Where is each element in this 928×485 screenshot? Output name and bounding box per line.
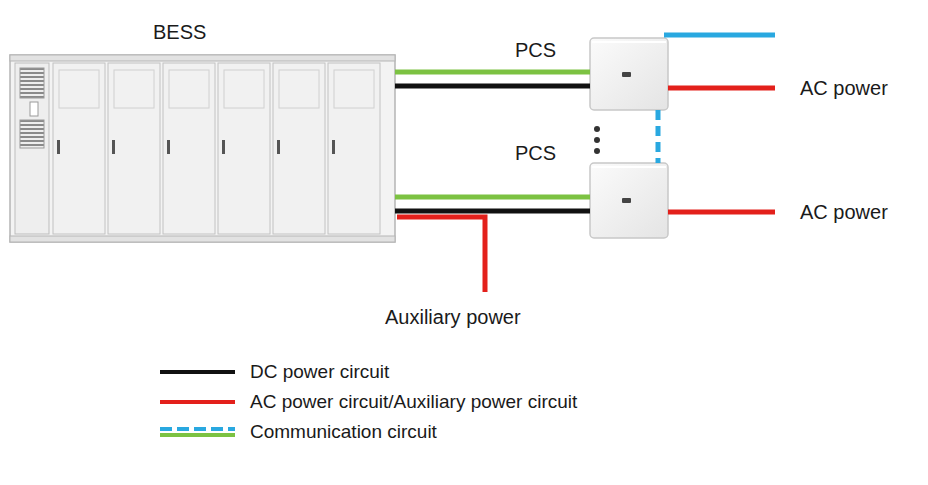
ac-wire bbox=[668, 86, 775, 91]
pcs-inverter bbox=[590, 38, 668, 110]
circuit-label: AC power bbox=[800, 200, 888, 224]
pcs-inverter: PCS bbox=[590, 38, 668, 110]
ellipsis-dots bbox=[594, 126, 600, 154]
aux-wire bbox=[397, 217, 485, 292]
legend-text: Communication circuit bbox=[250, 420, 437, 444]
ac-wire bbox=[668, 210, 775, 215]
legend-text: AC power circuit/Auxiliary power circuit bbox=[250, 390, 577, 414]
legend-sample bbox=[160, 433, 235, 437]
comm-wire bbox=[664, 33, 775, 38]
bess-container: BESS bbox=[10, 20, 395, 242]
circuit-label: AC power bbox=[800, 76, 888, 100]
legend-text: DC power circuit bbox=[250, 360, 389, 384]
node-label: PCS bbox=[515, 38, 556, 62]
pcs-inverter: PCS bbox=[590, 163, 668, 238]
dc-comm-cable bbox=[395, 197, 590, 211]
legend-sample bbox=[160, 370, 235, 374]
container-doors bbox=[53, 63, 380, 234]
node-label: BESS bbox=[153, 20, 206, 44]
legend-sample bbox=[160, 427, 235, 431]
bess-container bbox=[10, 55, 395, 242]
pcs-inverter bbox=[590, 163, 668, 238]
comm-cable bbox=[658, 110, 659, 163]
circuit-label: Auxiliary power bbox=[385, 305, 521, 329]
node-label: PCS bbox=[515, 141, 556, 165]
legend-sample bbox=[160, 400, 235, 404]
dc-comm-cable bbox=[395, 72, 590, 86]
